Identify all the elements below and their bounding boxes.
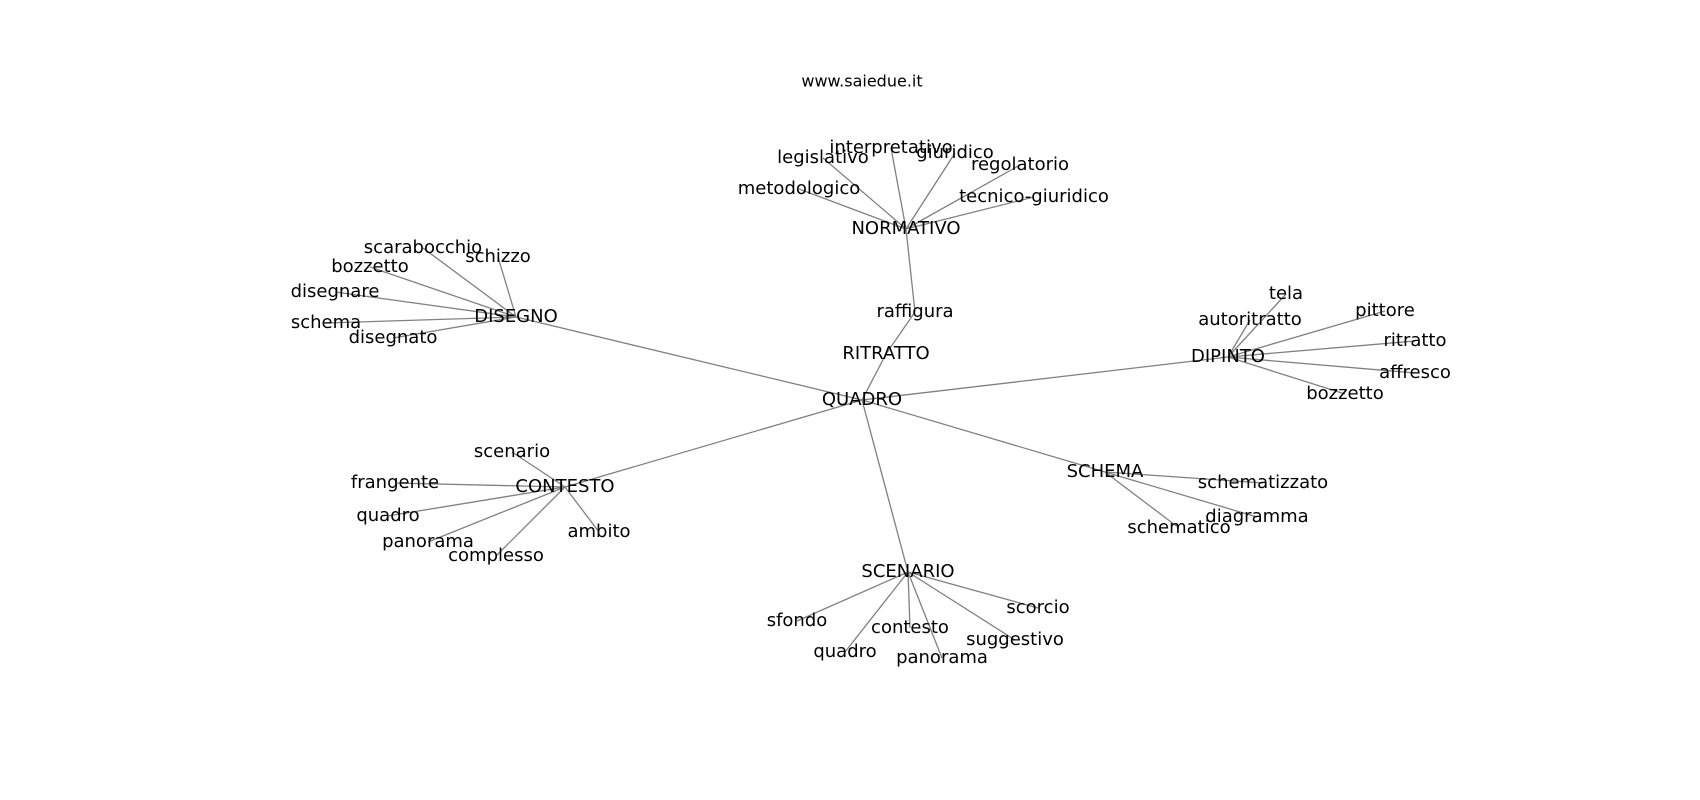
node-autoritratto: autoritratto (1198, 309, 1302, 330)
edge-SCENARIO-sfondo (796, 571, 909, 622)
edge-CONTESTO-frangente (394, 482, 566, 488)
node-interpretativo: interpretativo (829, 137, 952, 158)
edge-SCHEMA-schematico (1104, 471, 1180, 529)
node-tela: tela (1269, 283, 1303, 304)
edge-DISEGNO-scarabocchio (422, 247, 517, 318)
edge-DIPINTO-pittore (1227, 310, 1386, 358)
node-pittore: pittore (1355, 300, 1415, 321)
edge-DISEGNO-disegnato (392, 316, 517, 339)
edge-DISEGNO-schema (325, 316, 517, 324)
edge-QUADRO-RITRATTO (861, 353, 887, 401)
edge-QUADRO-SCENARIO (861, 399, 909, 573)
node-affresco: affresco (1379, 362, 1451, 383)
node-DIPINTO: DIPINTO (1191, 346, 1265, 367)
edge-SCENARIO-panorama-s (907, 571, 943, 659)
node-ambito: ambito (567, 521, 630, 542)
edge-QUADRO-DIPINTO (861, 356, 1229, 401)
edge-NORMATIVO-tecnico-giuridico (905, 196, 1035, 230)
edge-SCENARIO-contesto (907, 571, 911, 629)
node-quadro-s: quadro (813, 641, 876, 662)
edge-RITRATTO-raffigura (885, 311, 916, 355)
node-legislativo: legislativo (777, 147, 869, 168)
node-sfondo: sfondo (767, 610, 828, 631)
edge-NORMATIVO-regolatorio (905, 164, 1021, 230)
node-panorama-c: panorama (382, 531, 474, 552)
edge-SCENARIO-suggestivo (907, 571, 1016, 641)
edge-CONTESTO-ambito (564, 486, 600, 533)
node-regolatorio: regolatorio (971, 154, 1069, 175)
node-QUADRO: QUADRO (822, 389, 902, 410)
node-panorama-s: panorama (896, 647, 988, 668)
node-raffigura: raffigura (876, 301, 953, 322)
edge-DIPINTO-ritratto (1227, 340, 1416, 358)
node-bozzetto-d: bozzetto (331, 256, 409, 277)
node-bozzetto-p: bozzetto (1306, 383, 1384, 404)
edge-NORMATIVO-interpretativo (890, 147, 907, 230)
edge-CONTESTO-quadro-c (387, 486, 566, 517)
edge-QUADRO-DISEGNO (515, 316, 863, 401)
node-suggestivo: suggestivo (966, 629, 1064, 650)
edge-DISEGNO-schizzo (497, 256, 517, 318)
node-schematico: schematico (1127, 517, 1230, 538)
node-scarabocchio: scarabocchio (364, 237, 482, 258)
edges-layer (325, 147, 1416, 659)
edge-SCHEMA-diagramma (1104, 471, 1258, 518)
node-RITRATTO: RITRATTO (842, 343, 929, 364)
node-CONTESTO: CONTESTO (515, 476, 614, 497)
node-metodologico: metodologico (738, 178, 860, 199)
edge-NORMATIVO-giuridico (905, 152, 956, 230)
edge-DIPINTO-bozzetto-p (1227, 356, 1346, 395)
site-label: www.saiedue.it (801, 72, 922, 91)
edge-QUADRO-CONTESTO (564, 399, 863, 488)
edge-DISEGNO-bozzetto-d (369, 266, 517, 318)
edge-raffigura-NORMATIVO (905, 228, 916, 313)
edge-DIPINTO-affresco (1227, 356, 1416, 374)
node-SCHEMA: SCHEMA (1067, 461, 1144, 482)
node-schema: schema (291, 312, 361, 333)
nodes-layer: QUADRO RITRATTO raffigura NORMATIVO interpre… (291, 137, 1451, 668)
edge-CONTESTO-scenario (511, 451, 566, 488)
edge-DISEGNO-disegnare (334, 291, 517, 318)
node-SCENARIO: SCENARIO (861, 561, 954, 582)
node-ritratto: ritratto (1383, 330, 1446, 351)
node-tecnico-giuridico: tecnico-giuridico (959, 186, 1109, 207)
node-scorcio: scorcio (1006, 597, 1069, 618)
node-contesto: contesto (871, 617, 949, 638)
node-NORMATIVO: NORMATIVO (851, 218, 960, 239)
node-DISEGNO: DISEGNO (474, 306, 558, 327)
node-disegnato: disegnato (349, 327, 438, 348)
edge-SCENARIO-scorcio (907, 571, 1039, 609)
edge-QUADRO-SCHEMA (861, 399, 1106, 473)
node-scenario: scenario (474, 441, 550, 462)
edge-NORMATIVO-metodologico (798, 188, 907, 230)
edge-SCHEMA-schematizzato (1104, 471, 1264, 484)
edge-DIPINTO-tela (1227, 293, 1287, 358)
edge-CONTESTO-panorama-c (427, 486, 566, 543)
node-complesso: complesso (448, 545, 544, 566)
edge-SCENARIO-quadro-s (844, 571, 909, 653)
node-schizzo: schizzo (465, 246, 531, 267)
node-disegnare: disegnare (291, 281, 380, 302)
node-quadro-c: quadro (356, 505, 419, 526)
node-diagramma: diagramma (1205, 506, 1308, 527)
node-schematizzato: schematizzato (1198, 472, 1328, 493)
edge-CONTESTO-complesso (495, 486, 566, 557)
node-giuridico: giuridico (916, 142, 994, 163)
edge-DIPINTO-autoritratto (1227, 319, 1251, 358)
node-frangente: frangente (351, 472, 439, 493)
edge-NORMATIVO-legislativo (822, 157, 907, 230)
